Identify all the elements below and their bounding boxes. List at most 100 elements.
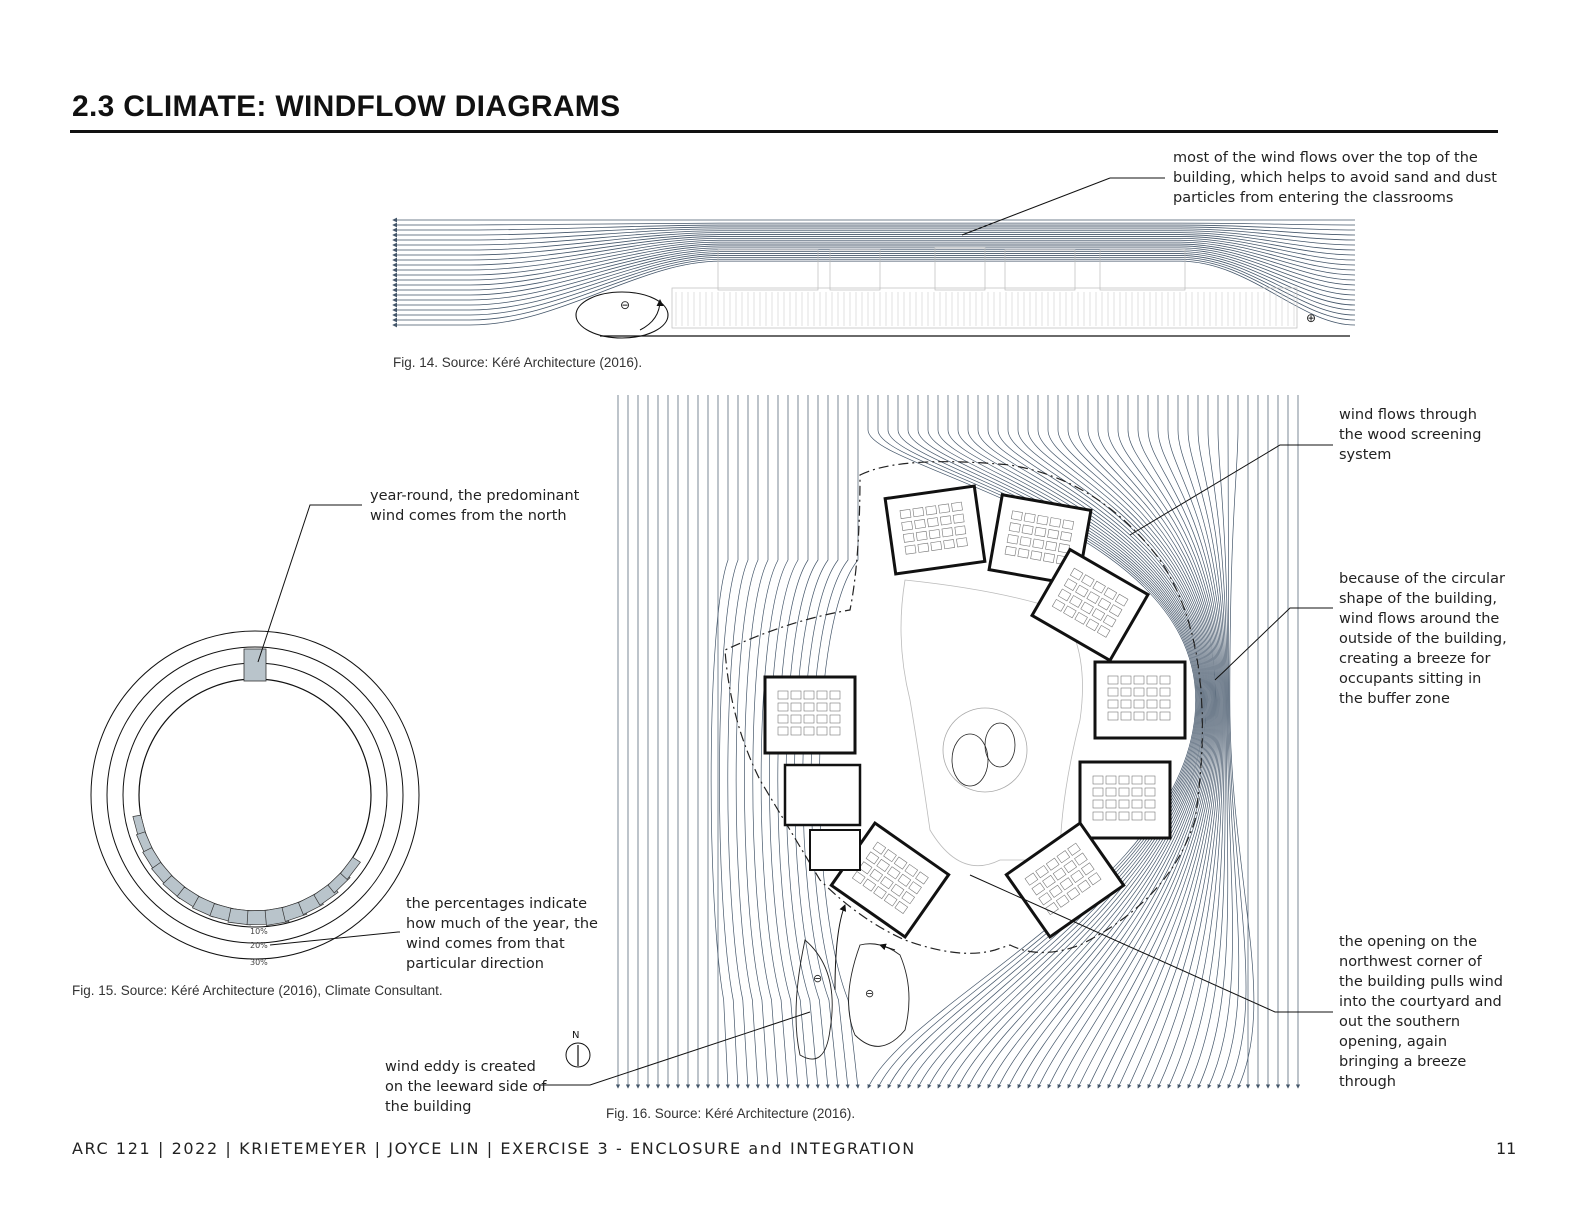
- desk: [1131, 811, 1143, 821]
- desk: [1159, 711, 1171, 721]
- desk: [928, 529, 941, 540]
- desk: [1092, 799, 1104, 809]
- desk: [1092, 811, 1104, 821]
- rose-sector-bars: [132, 814, 361, 926]
- service-room: [809, 829, 861, 871]
- desk: [915, 530, 928, 541]
- tree: [984, 722, 1016, 768]
- desk: [880, 876, 894, 890]
- desk: [1034, 526, 1047, 538]
- plan-annotation-eddy: wind eddy is created on the leeward side…: [385, 1059, 547, 1115]
- desk: [952, 513, 965, 524]
- desk: [899, 508, 912, 519]
- classroom-blocks: [763, 484, 1187, 940]
- desk: [1105, 799, 1117, 809]
- desk: [1074, 611, 1088, 625]
- plan-streamline: [710, 395, 730, 1089]
- plan-streamline: [1177, 395, 1225, 1089]
- desk: [816, 702, 828, 712]
- desk: [1107, 711, 1119, 721]
- desk: [1045, 902, 1059, 916]
- section-streamline: [392, 228, 1356, 243]
- desk: [1092, 787, 1104, 797]
- plan-diagram: N: [540, 395, 1333, 1089]
- plan-streamline: [947, 395, 1204, 1089]
- section-streamline: [392, 234, 1356, 258]
- desk: [886, 866, 901, 880]
- plan-streamline: [1077, 395, 1216, 1089]
- ring-label: 20%: [250, 941, 268, 950]
- page-title: 2.3 CLIMATE: WINDFLOW DIAGRAMS: [72, 90, 621, 123]
- page-number: 11: [1496, 1139, 1517, 1158]
- plan-streamline: [1207, 395, 1233, 1089]
- desk: [1118, 811, 1130, 821]
- desk: [1120, 675, 1132, 685]
- desk: [1159, 687, 1171, 697]
- desk: [777, 690, 789, 700]
- desk: [1045, 857, 1060, 871]
- plan-annotation-screening: wind flows through the wood screening sy…: [1339, 407, 1482, 463]
- plan-eddy-right: [848, 943, 910, 1047]
- plan-minus-icon: ⊖: [813, 972, 823, 985]
- rose-sector-bar: [340, 856, 361, 880]
- desk: [1107, 687, 1119, 697]
- section-streamline: [392, 241, 1356, 278]
- desk: [1086, 591, 1100, 604]
- classroom: [883, 484, 987, 576]
- plan-streamline: [867, 395, 1197, 1089]
- classroom: [1078, 760, 1172, 840]
- desk: [1144, 811, 1156, 821]
- desk: [904, 544, 917, 555]
- desk: [915, 871, 929, 885]
- section-streamline: [392, 251, 1356, 303]
- section-streamline: [392, 239, 1356, 273]
- fig16-caption: Fig. 16. Source: Kéré Architecture (2016…: [606, 1106, 856, 1121]
- desk: [1051, 598, 1066, 612]
- plan-streamline: [1167, 395, 1224, 1089]
- desk: [1049, 884, 1063, 898]
- tree: [951, 733, 989, 787]
- plan-streamline: [719, 395, 740, 1089]
- desk: [1021, 524, 1034, 535]
- desk: [829, 690, 841, 700]
- desk: [925, 505, 938, 516]
- plan-streamline: [727, 395, 750, 1089]
- section-streamline: [392, 226, 1356, 238]
- desk: [1070, 869, 1084, 883]
- desk: [1103, 587, 1118, 601]
- desk: [1114, 593, 1129, 607]
- plan-streamline: [1137, 395, 1221, 1089]
- desk: [1087, 872, 1102, 886]
- desk: [917, 542, 930, 553]
- fig14-caption: Fig. 14. Source: Kéré Architecture (2016…: [393, 355, 643, 370]
- section-minus-icon: ⊖: [620, 298, 631, 312]
- buffer-zone-outline: [724, 461, 1203, 954]
- desk: [1008, 522, 1021, 533]
- desk: [954, 525, 967, 536]
- desk: [1105, 787, 1117, 797]
- desk: [1074, 852, 1088, 866]
- desk: [1131, 799, 1143, 809]
- desk: [1144, 787, 1156, 797]
- desk: [1105, 811, 1117, 821]
- desk: [1144, 799, 1156, 809]
- classroom: [763, 675, 857, 755]
- desk: [1069, 567, 1084, 581]
- rose-ring-30: [106, 646, 404, 944]
- desk: [790, 726, 802, 736]
- desk: [1120, 711, 1132, 721]
- desk: [927, 517, 939, 528]
- plan-minus-icon: ⊖: [865, 987, 875, 1000]
- desk: [1102, 614, 1117, 628]
- tree-canopy: [942, 707, 1028, 793]
- desk: [1066, 887, 1081, 901]
- section-streamline: [392, 245, 1356, 288]
- desk: [939, 515, 952, 526]
- rose-annotation-top: year-round, the predominant wind comes f…: [370, 488, 580, 524]
- desk: [777, 714, 789, 724]
- section-streamline: [392, 232, 1356, 253]
- desk: [1042, 874, 1056, 889]
- desk: [1085, 618, 1100, 632]
- ring-label: 30%: [250, 958, 268, 967]
- desk: [1017, 548, 1030, 559]
